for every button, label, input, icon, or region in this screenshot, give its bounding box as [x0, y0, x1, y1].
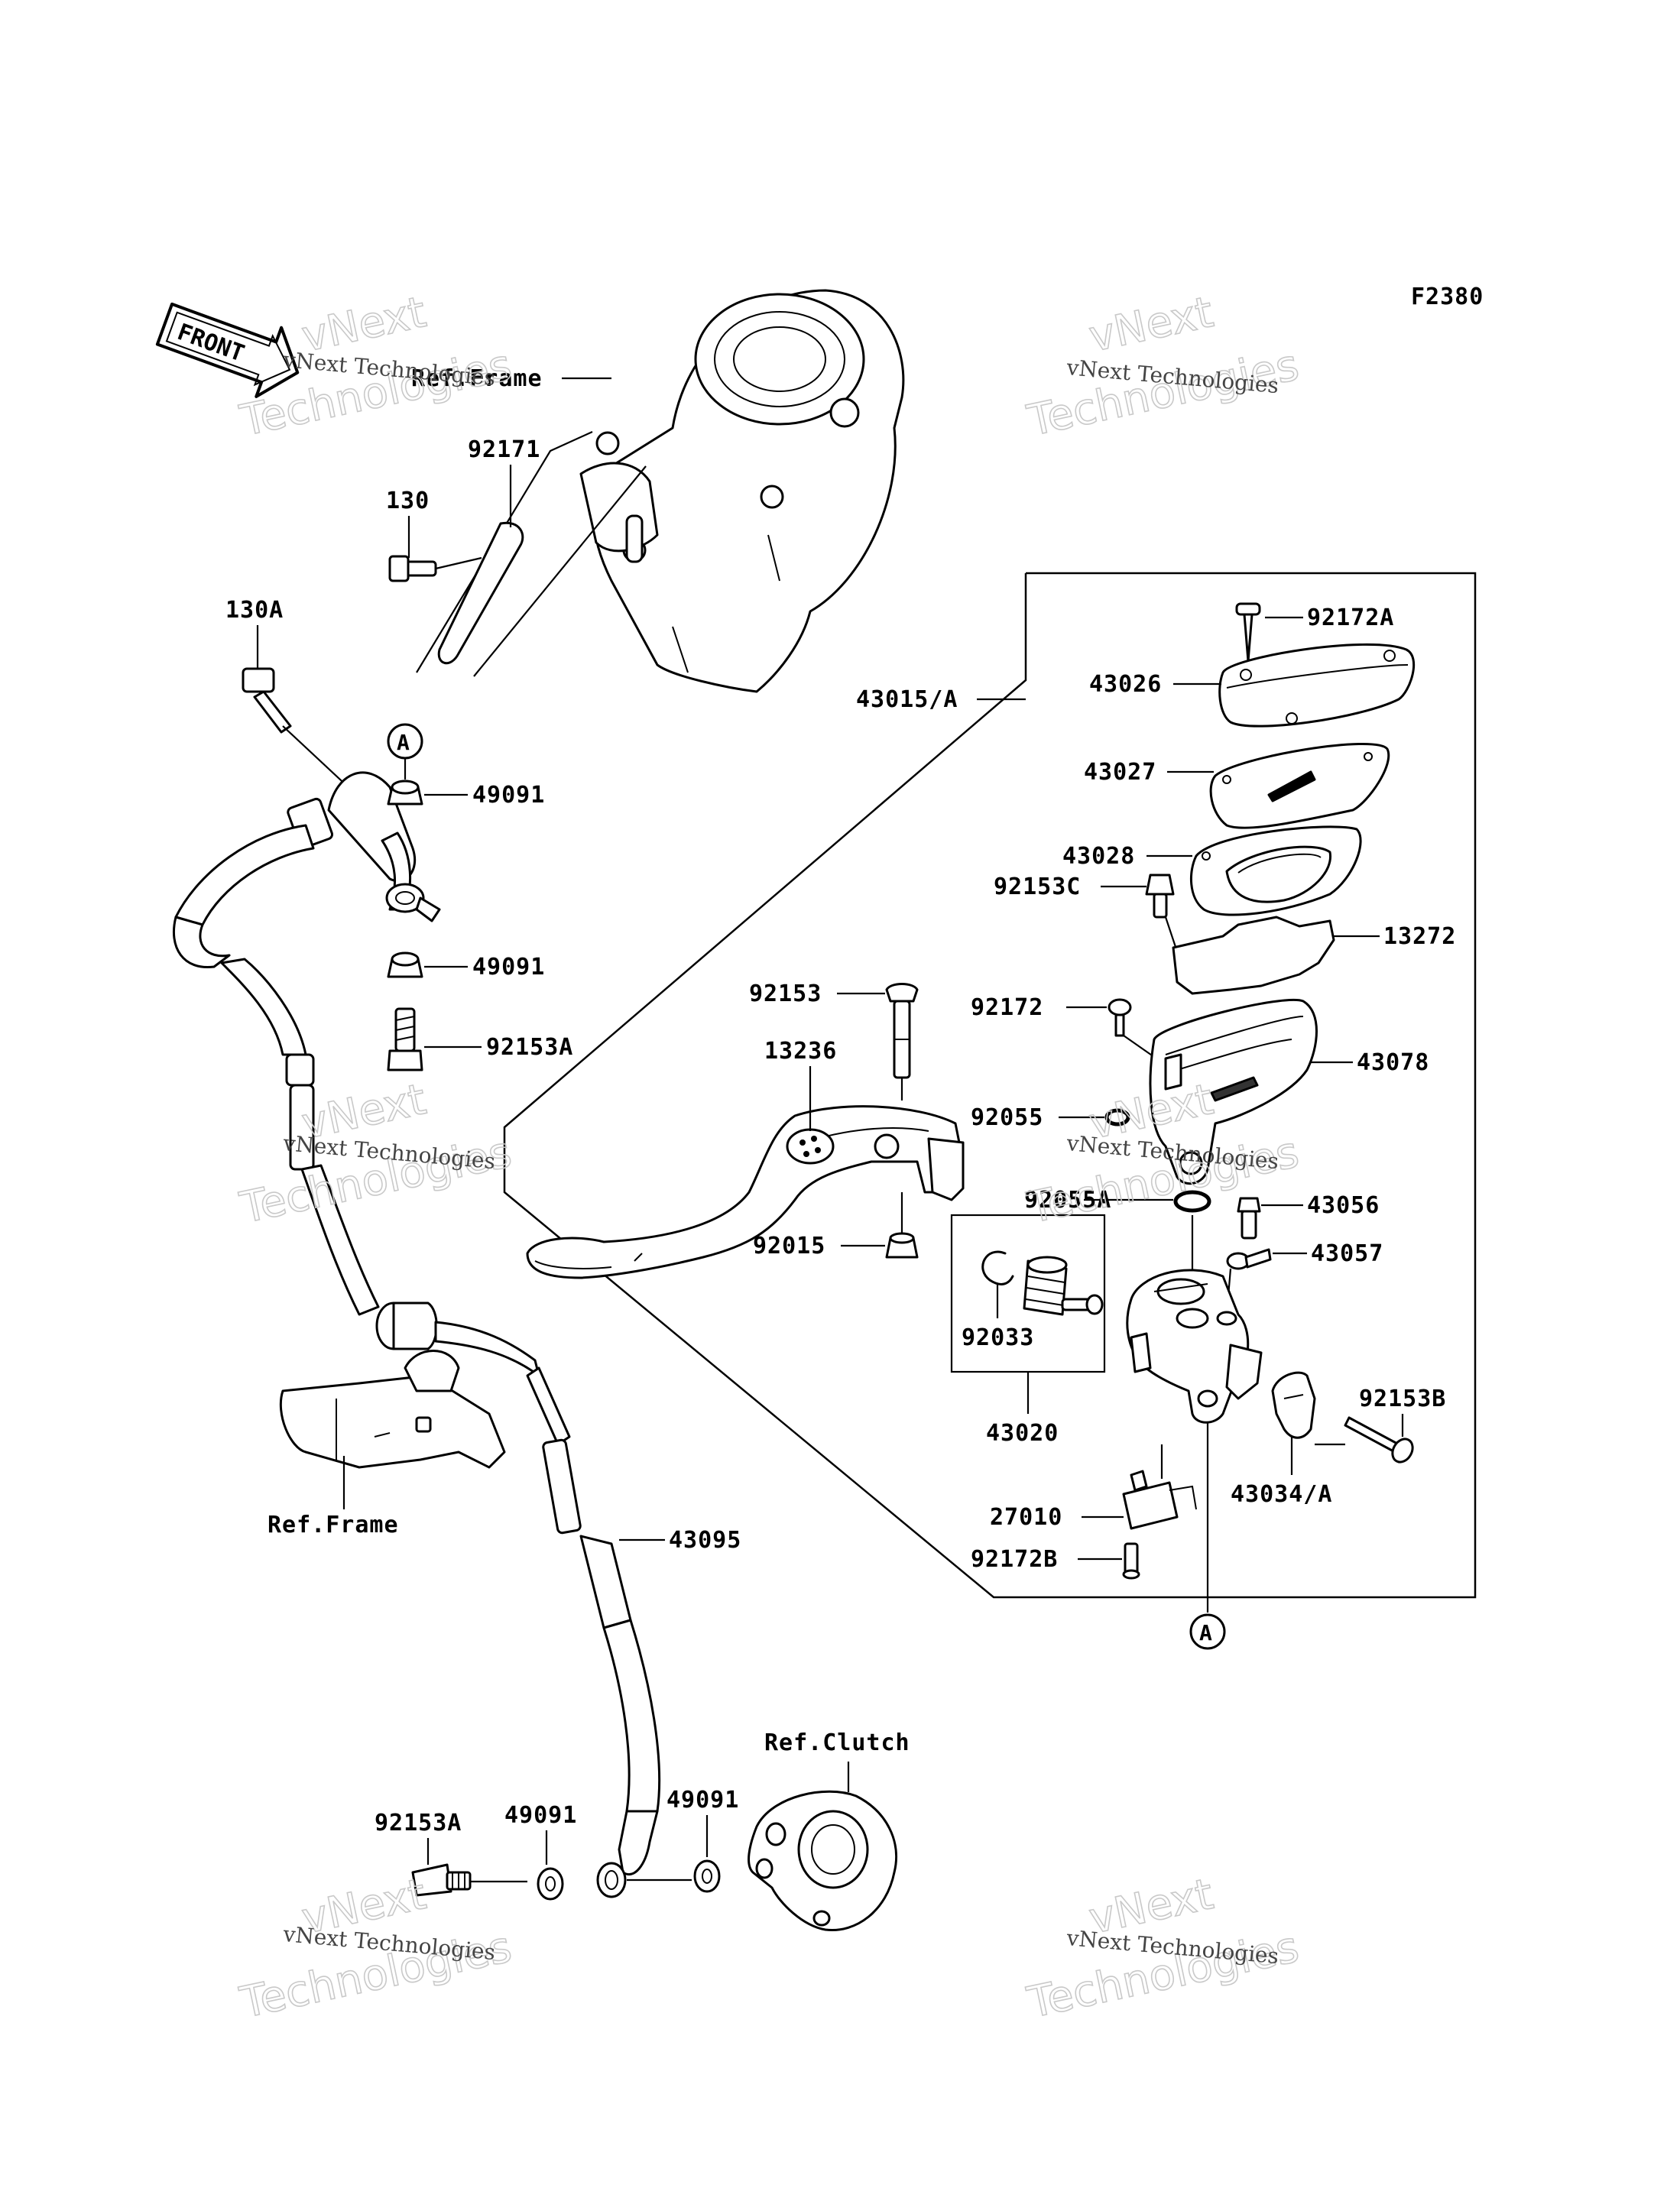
label-49091-b: 49091	[472, 954, 545, 981]
label-43078: 43078	[1357, 1049, 1429, 1076]
label-49091-c: 49091	[504, 1802, 577, 1829]
washer-49091-upper-icon	[387, 780, 423, 806]
figure-code: F2380	[1411, 284, 1484, 310]
label-130a: 130A	[225, 597, 284, 624]
label-92153a-a: 92153A	[486, 1034, 573, 1061]
label-ref-frame-mid: Ref.Frame	[268, 1512, 399, 1538]
label-ref-frame-top: Ref.Frame	[411, 365, 543, 392]
watermark-tr: vNext Technologies vNext Technologies	[1023, 287, 1304, 446]
label-ref-clutch: Ref.Clutch	[764, 1729, 910, 1756]
reservoir-43078-drawing	[1149, 999, 1318, 1185]
label-130: 130	[386, 488, 430, 514]
label-13272: 13272	[1383, 923, 1456, 950]
label-43027: 43027	[1084, 759, 1156, 786]
label-43020: 43020	[986, 1420, 1059, 1447]
label-92033: 92033	[962, 1324, 1034, 1351]
bolt-130-icon	[388, 555, 482, 582]
watermark-br: vNext Technologies vNext Technologies	[1023, 1869, 1304, 2028]
label-43034a: 43034/A	[1231, 1481, 1332, 1508]
label-49091-a: 49091	[472, 782, 545, 809]
reference-a-top-icon: A	[387, 723, 423, 780]
label-27010: 27010	[990, 1504, 1062, 1531]
banjo-fitting-upper-icon	[385, 883, 441, 922]
label-43028: 43028	[1062, 843, 1135, 870]
label-92172a: 92172A	[1307, 605, 1394, 631]
watermark-line1: vNext	[1085, 287, 1218, 362]
screw-92172b-icon	[1122, 1542, 1140, 1580]
label-92172: 92172	[971, 994, 1043, 1021]
washer-49091-lower-icon	[387, 951, 423, 978]
label-92153c: 92153C	[994, 874, 1081, 900]
label-92015: 92015	[753, 1233, 825, 1259]
diaphragm-43028-drawing	[1189, 825, 1362, 916]
label-43015a: 43015/A	[856, 686, 958, 713]
label-circle-a-bottom: A	[1199, 1620, 1212, 1645]
screw-92172-icon	[1108, 998, 1132, 1037]
front-arrow-icon: FRONT	[155, 302, 300, 398]
label-43057: 43057	[1311, 1240, 1383, 1267]
label-92171: 92171	[468, 436, 540, 463]
label-92153: 92153	[749, 981, 822, 1007]
clamp-43034a-drawing	[1271, 1371, 1316, 1439]
label-circle-a-top: A	[397, 730, 410, 755]
bleeder-cap-43057-icon	[1226, 1248, 1272, 1270]
brake-hose-upper-drawing	[172, 771, 417, 1316]
switch-27010-drawing	[1122, 1470, 1197, 1530]
label-92153a-b: 92153A	[375, 1810, 462, 1836]
bleeder-43056-icon	[1237, 1197, 1261, 1240]
label-49091-d: 49091	[666, 1787, 739, 1814]
watermark-ml: vNext Technologies vNext Technologies	[235, 1074, 517, 1233]
assembly-43015-outline	[503, 572, 1477, 1599]
label-43056: 43056	[1307, 1192, 1380, 1219]
diaphragm-plate-43027-drawing	[1209, 743, 1390, 829]
gasket-13272-drawing	[1172, 916, 1335, 995]
clutch-slave-cylinder-drawing	[748, 1790, 898, 1932]
washer-49091-right-icon	[693, 1859, 721, 1893]
master-cylinder-body-drawing	[1126, 1269, 1263, 1424]
reservoir-cap-43026-drawing	[1218, 643, 1415, 728]
bolt-92153b-icon	[1344, 1416, 1414, 1464]
washer-49091-left-icon	[537, 1867, 564, 1901]
label-43026: 43026	[1089, 671, 1162, 698]
o-ring-92055a-icon	[1173, 1190, 1211, 1213]
hose-grommet-bracket-drawing	[279, 1301, 661, 1875]
o-ring-92055-icon	[1104, 1108, 1130, 1126]
label-43095: 43095	[669, 1527, 741, 1554]
bolt-130a-icon	[242, 667, 292, 734]
label-92055a: 92055A	[1024, 1187, 1111, 1214]
screw-92172a-icon	[1235, 602, 1261, 663]
banjo-fitting-lower-icon	[596, 1862, 627, 1898]
nut-92015-icon	[885, 1232, 919, 1259]
frame-head-pipe-drawing	[416, 289, 905, 693]
bolt-92153-icon	[885, 983, 919, 1079]
label-92172b: 92172B	[971, 1546, 1058, 1573]
piston-kit-43020-drawing	[981, 1250, 1104, 1316]
label-13236: 13236	[764, 1038, 837, 1065]
watermark-bl: vNext Technologies vNext Technologies	[235, 1869, 517, 2028]
label-92055: 92055	[971, 1104, 1043, 1131]
reference-a-bottom-icon: A	[1189, 1613, 1226, 1650]
label-92153b: 92153B	[1359, 1386, 1446, 1412]
banjo-bolt-92153a-upper-icon	[387, 1007, 423, 1071]
screw-92153c-icon	[1145, 874, 1175, 919]
clutch-lever-13236-drawing	[526, 1105, 965, 1279]
banjo-bolt-92153a-lower-icon	[411, 1863, 472, 1897]
